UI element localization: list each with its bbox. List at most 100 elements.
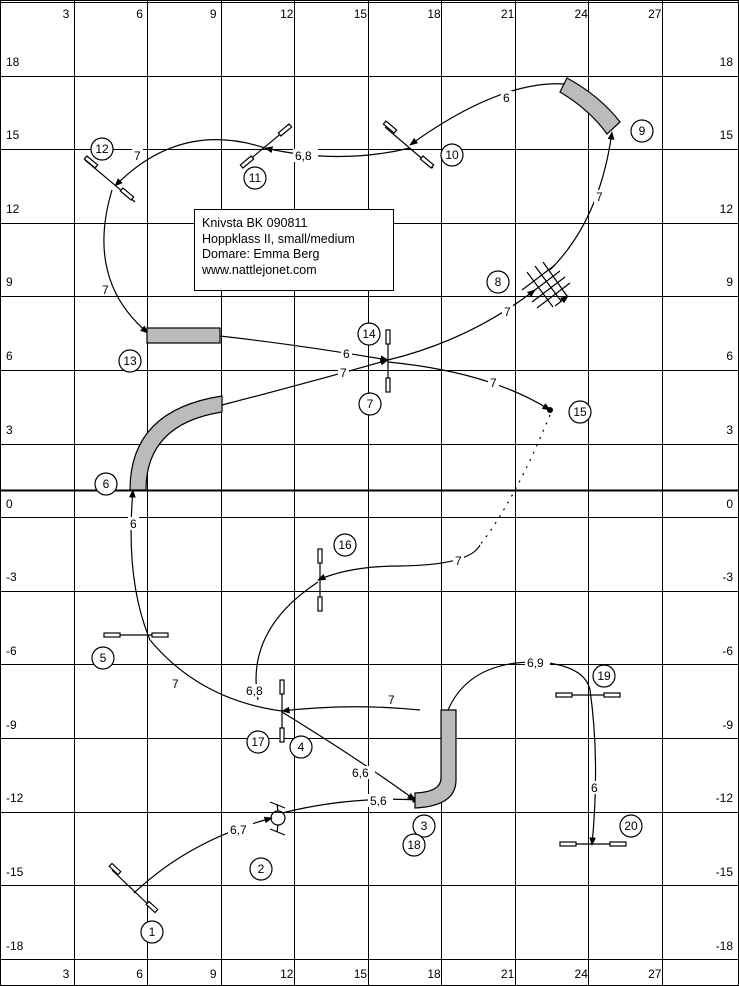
info-judge: Domare: Emma Berg [202,247,320,261]
number-label: 9 [639,124,646,138]
y-tick-right: -3 [722,570,733,584]
obstacle-number-14: 14 [357,322,381,346]
number-circle [592,664,616,688]
y-tick-right: -18 [716,939,734,953]
path-8-9 [549,131,615,271]
number-circle [246,730,270,754]
hurdle-12 [83,155,136,203]
obstacle-number-19: 19 [592,664,616,688]
path-9-10 [409,83,566,146]
number-circle [486,270,510,294]
number-label: 7 [367,397,374,411]
obstacle-number-7: 7 [358,392,382,416]
y-tick-left: 9 [6,275,13,289]
hurdle-7-14 [385,329,391,393]
distance-label-bg [128,517,139,530]
hurdle-20 [559,841,627,847]
number-label: 11 [249,171,262,185]
distance-label: 6 [503,91,510,105]
y-tick-left: -15 [6,865,24,879]
distance-label: 7 [102,283,109,297]
y-tick-left: -6 [6,644,17,658]
y-tick-left: -9 [6,718,17,732]
distance-label-bg [338,366,349,379]
hurdle-10 [382,120,435,169]
path-1-2 [133,816,273,894]
x-tick-bottom: 18 [427,967,441,981]
number-label: 14 [362,327,376,341]
distance-label-bg [453,554,464,567]
obstacle-number-6: 6 [94,472,118,496]
number-label: 1 [149,925,156,939]
x-tick-top: 3 [63,7,70,21]
distance-label-bg [368,794,393,807]
path-13-14 [219,335,389,363]
obstacle-number-12: 12 [90,137,114,161]
number-label: 8 [495,275,502,289]
y-tick-left: 15 [6,128,20,142]
obstacle-number-13: 13 [118,349,142,373]
obstacle-number-3: 3 [412,814,436,838]
path-18-19 [447,661,591,711]
number-circle [412,814,436,838]
distance-label: 6 [130,517,137,531]
number-circle [619,814,643,838]
distance-label-bg [293,149,318,162]
x-tick-top: 18 [427,7,441,21]
y-tick-left: -3 [6,570,17,584]
obstacle-number-18: 18 [402,833,426,857]
distance-label: 6,9 [527,656,544,670]
x-tick-top: 9 [210,7,217,21]
x-tick-top: 21 [501,7,515,21]
obstacle-number-2: 2 [249,857,273,881]
info-class: Hoppklass II, small/medium [202,231,355,246]
hurdle-1 [108,862,159,914]
x-tick-bottom: 27 [648,967,662,981]
path-17-18 [281,711,416,801]
y-tick-right: -15 [716,865,734,879]
y-tick-left: -18 [6,939,24,953]
x-tick-bottom: 15 [354,967,368,981]
hurdles [83,120,627,914]
number-circle [568,400,592,424]
course-paths [103,83,615,894]
obstacle-number-8: 8 [486,270,510,294]
tunnel-3 [414,709,457,809]
number-circle [91,646,115,670]
tunnel-13 [146,327,221,344]
obstacle-number-9: 9 [630,119,654,143]
distance-label: 7 [490,376,497,390]
x-tick-top: 24 [575,7,589,21]
distance-label: 7 [504,305,511,319]
tire-2 [269,801,286,836]
number-label: 6 [103,477,110,491]
distance-label-bg [590,781,602,794]
y-tick-left: -12 [6,791,24,805]
number-label: 18 [407,838,421,852]
distance-label-bg [350,766,375,779]
y-tick-left: 18 [6,55,20,69]
path-19-20 [589,689,597,846]
number-circle [249,857,273,881]
number-label: 19 [597,669,611,683]
x-tick-bottom: 12 [280,967,294,981]
hurdle-19 [555,692,621,698]
number-label: 16 [338,538,352,552]
y-tick-right: -9 [722,718,733,732]
distance-label: 6,8 [295,149,312,163]
x-tick-bottom: 9 [210,967,217,981]
path-11-12 [114,139,266,187]
number-circle [140,920,164,944]
obstacle-number-10: 10 [440,143,464,167]
path-16-17 [255,581,319,701]
info-club: Knivsta BK 090811 [202,216,308,230]
distance-label: 7 [596,190,603,204]
obstacle-number-20: 20 [619,814,643,838]
hurdle-5 [103,632,169,638]
path-6-7 [221,358,389,406]
x-tick-bottom: 3 [63,967,70,981]
y-tick-right: 15 [720,128,734,142]
distance-label: 7 [388,693,395,707]
number-label: 4 [298,740,305,754]
